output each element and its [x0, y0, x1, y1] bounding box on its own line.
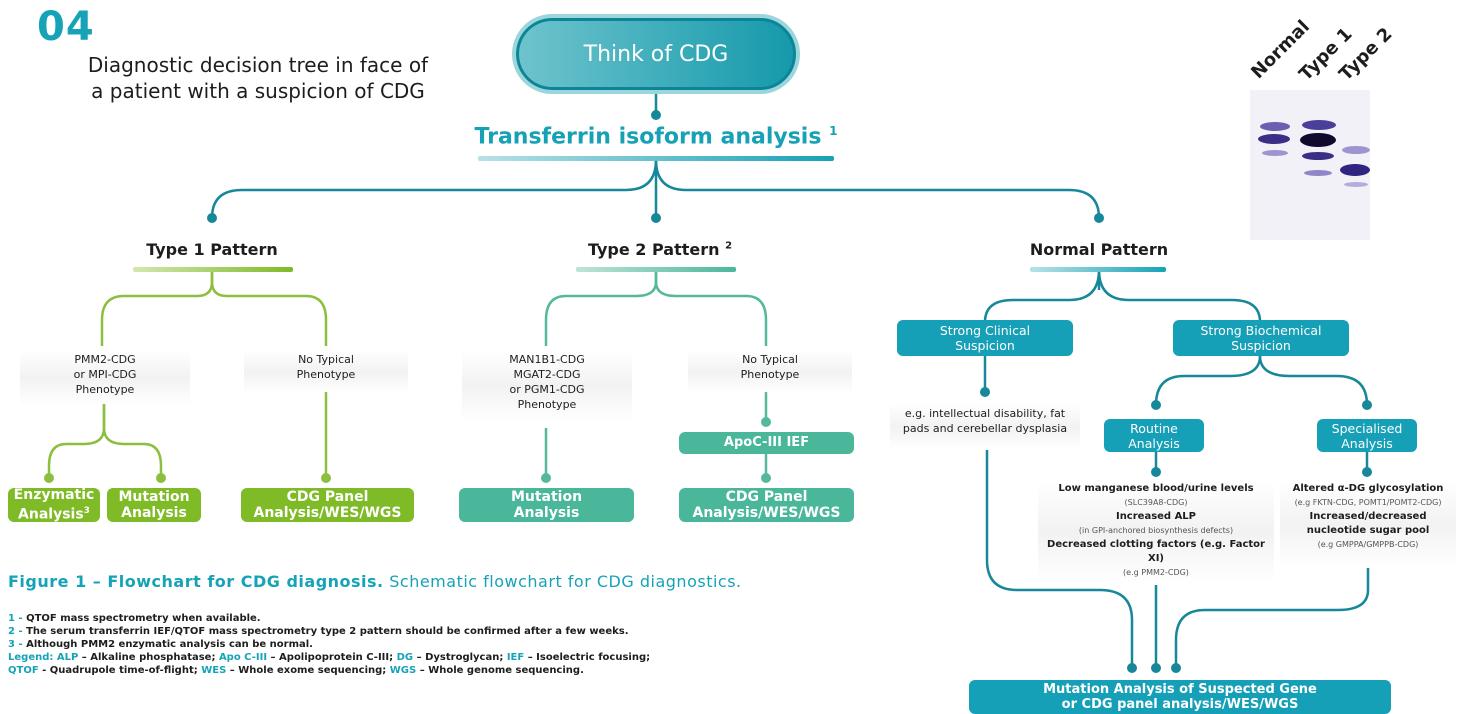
transferrin-analysis-ref: 1 — [829, 124, 838, 138]
normal-clinical-example: e.g. intellectual disability, fat pads a… — [890, 404, 1080, 450]
normal-underline — [1030, 267, 1166, 272]
normal-specialised-findings: Altered α-DG glycosylation (e.g FKTN-CDG… — [1280, 482, 1456, 568]
type2-cdg-panel: CDG Panel Analysis/WES/WGS — [679, 488, 854, 522]
normal-strong-biochemical-suspicion: Strong Biochemical Suspicion — [1173, 320, 1349, 356]
footnote-1: 1 - QTOF mass spectrometry when availabl… — [8, 613, 261, 624]
type1-pheno-pmm2: PMM2-CDG or MPI-CDG Phenotype — [20, 350, 190, 406]
type2-pheno-man1b1: MAN1B1-CDG MGAT2-CDG or PGM1-CDG Phenoty… — [462, 350, 632, 422]
normal-specialised-analysis: Specialised Analysis — [1317, 419, 1417, 452]
normal-strong-clinical-suspicion: Strong Clinical Suspicion — [897, 320, 1073, 356]
type2-pheno-no-typical: No Typical Phenotype — [688, 350, 852, 394]
type1-cdg-panel: CDG Panel Analysis/WES/WGS — [241, 488, 414, 522]
figure-number: 04 — [37, 4, 95, 50]
type2-apoc-iii-ief: ApoC-III IEF — [679, 432, 854, 454]
type1-underline — [133, 267, 293, 272]
page-title-line-1: Diagnostic decision tree in face of — [87, 53, 429, 77]
type1-pattern-label: Type 1 Pattern — [146, 240, 278, 259]
page-title: Diagnostic decision tree in face of a pa… — [48, 52, 468, 104]
page-title-line-2: a patient with a suspicion of CDG — [91, 79, 425, 103]
root-node: Think of CDG — [512, 14, 800, 94]
legend-line-2: QTOF - Quadrupole time-of-flight; WES – … — [8, 665, 584, 676]
type1-enzymatic-analysis: Enzymatic Analysis3 — [8, 487, 100, 523]
type1-pheno-no-typical: No Typical Phenotype — [244, 350, 408, 394]
footnote-3: 3 - Although PMM2 enzymatic analysis can… — [8, 639, 313, 650]
type2-pattern-label: Type 2 Pattern 2 — [587, 240, 733, 259]
legend-line-1: Legend: ALP – Alkaline phosphatase; Apo … — [8, 652, 651, 663]
footnotes-legend: 1 - QTOF mass spectrometry when availabl… — [8, 612, 650, 677]
transferrin-underline — [478, 156, 834, 161]
transferrin-analysis-label: Transferrin isoform analysis — [474, 124, 822, 150]
final-mutation-analysis: Mutation Analysis of Suspected Gene or C… — [969, 680, 1391, 714]
normal-routine-findings: Low manganese blood/urine levels (SLC39A… — [1038, 482, 1274, 584]
type2-mutation-analysis: Mutation Analysis — [459, 488, 634, 522]
footnote-2: 2 - The serum transferrin IEF/QTOF mass … — [8, 626, 629, 637]
gel-electrophoresis-image — [1250, 90, 1370, 240]
type1-mutation-analysis: Mutation Analysis — [107, 488, 201, 522]
normal-pattern-label: Normal Pattern — [1029, 240, 1169, 259]
normal-routine-analysis: Routine Analysis — [1104, 419, 1204, 452]
figure-caption: Figure 1 – Flowchart for CDG diagnosis. … — [8, 572, 742, 591]
type2-underline — [576, 267, 736, 272]
transferrin-analysis-node: Transferrin isoform analysis 1 — [440, 124, 872, 149]
